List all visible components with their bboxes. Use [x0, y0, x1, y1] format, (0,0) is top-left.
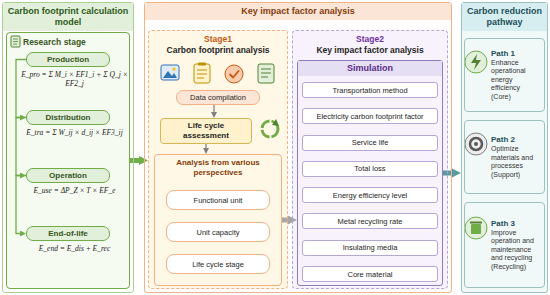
stage-box: End-of-life — [26, 226, 110, 241]
pathway-panel: Path 1Enhance operational energy efficie… — [461, 2, 548, 293]
node-title: Carbon reduction pathway — [462, 3, 547, 31]
formula-label: E_end = E_dis + E_rec — [21, 244, 128, 253]
factor-box: Insulating media — [302, 240, 438, 256]
step-box: Life cycle assessment — [160, 118, 252, 144]
task-icon — [225, 65, 243, 83]
node-title: Total loss — [306, 164, 434, 173]
simulation-group: Transportation methodElectricity carbon … — [297, 60, 443, 286]
flow-arrow — [130, 158, 139, 163]
panel-tint — [148, 30, 288, 289]
node-title: Distribution — [31, 113, 105, 123]
node-title: Path 2 — [491, 135, 541, 145]
node-title: Path 3 — [491, 219, 541, 229]
panel-tint — [6, 32, 130, 289]
perspective-box: Functional unit — [166, 190, 270, 210]
formula-label: E_tra = Σ W_ij × d_ij × EF3_ij — [21, 128, 128, 137]
formula-label: E_use = ΔP_Z × T × EF_e — [21, 186, 128, 195]
node-title: End-of-life — [31, 229, 105, 239]
checklist-icon — [194, 63, 210, 84]
node-title: Path 1 — [491, 49, 541, 59]
analysis-panel: Data compilationLife cycle assessmentFun… — [144, 2, 452, 293]
factor-box: Energy efficiency level — [302, 187, 438, 203]
node-title: Stage2 — [296, 34, 444, 45]
cycle-icon — [262, 119, 279, 137]
node-title: Transportation method — [306, 86, 434, 95]
node-title: Life cycle stage — [171, 260, 265, 269]
energy-icon — [465, 51, 487, 73]
step-box: Data compilation — [176, 90, 260, 105]
node-title: Electricity carbon footprint factor — [306, 112, 434, 121]
material-icon — [465, 133, 487, 155]
stage-box: Distribution — [26, 110, 110, 125]
node-title: Service life — [306, 138, 434, 147]
node-title: Life cycle assessment — [165, 121, 247, 141]
flow-arrow — [16, 176, 26, 234]
panel-tint — [461, 2, 548, 293]
factor-box: Metal recycling rate — [302, 213, 438, 229]
stage-box: Operation — [26, 168, 110, 183]
node-title: Stage1 — [152, 34, 284, 45]
factor-box: Service life — [302, 135, 438, 151]
node-title: Carbon footprint calculation model — [3, 3, 133, 31]
perspective-box: Life cycle stage — [166, 254, 270, 274]
path-box: Path 3Improve operation and maintenance … — [464, 202, 545, 288]
research-icon — [11, 36, 20, 47]
flow-arrow — [205, 144, 206, 148]
stage-box: Production — [26, 52, 110, 67]
node-title: Operation — [31, 171, 105, 181]
node-title: Core material — [306, 270, 434, 279]
node-title: Energy efficiency level — [306, 191, 434, 200]
factor-box: Total loss — [302, 161, 438, 177]
node-title: Functional unit — [171, 196, 265, 205]
image-icon — [161, 65, 179, 80]
node-body: Carbon footprint analysis — [152, 45, 284, 56]
node-title: Data compilation — [181, 93, 255, 102]
node-body: Key impact factor analysis — [296, 45, 444, 56]
perspective-box: Unit capacity — [166, 222, 270, 242]
stage-panel: Transportation methodElectricity carbon … — [292, 30, 448, 289]
node-title: Metal recycling rate — [306, 217, 434, 226]
node-title: Simulation — [298, 61, 442, 76]
flow-arrow — [213, 105, 214, 112]
flow-arrow — [16, 60, 26, 118]
recycle-icon — [465, 217, 487, 239]
document-icon — [258, 64, 274, 83]
panel-tint — [292, 30, 448, 289]
factor-box: Transportation method — [302, 82, 438, 98]
node-body: Optimize materials and processes (Suppor… — [491, 145, 541, 179]
node-title: Analysis from various perspectives — [159, 158, 277, 178]
stage-panel: Data compilationLife cycle assessmentFun… — [148, 30, 288, 289]
node-title: Unit capacity — [171, 228, 265, 237]
path-box: Path 2Optimize materials and processes (… — [464, 120, 545, 194]
perspective-group: Functional unitUnit capacityLife cycle s… — [154, 154, 282, 286]
formula-label: E_pro = Σ M_i × EF1_i + Σ Q_j × EF2_j — [21, 70, 128, 88]
node-body: Improve operation and maintenance and re… — [491, 229, 541, 272]
factor-box: Electricity carbon footprint factor — [302, 108, 438, 124]
path-box: Path 1Enhance operational energy efficie… — [464, 38, 545, 112]
node-title: Production — [31, 55, 105, 65]
node-title: Key impact factor analysis — [145, 3, 451, 20]
factor-box: Core material — [302, 266, 438, 282]
flow-arrow — [16, 118, 26, 176]
node-title: Insulating media — [306, 243, 434, 252]
node-body: Enhance operational energy efficiency (C… — [491, 59, 541, 102]
node-title: Research stage — [23, 37, 126, 47]
